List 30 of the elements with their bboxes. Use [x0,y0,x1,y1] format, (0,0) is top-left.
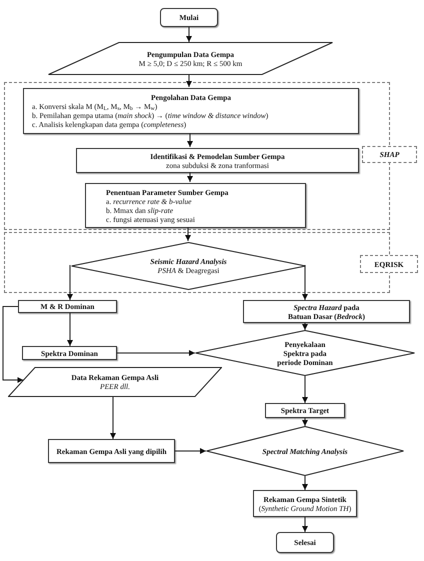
group-tag [360,255,418,273]
arrow [174,448,206,454]
process-box [243,300,410,323]
arrow [187,172,193,182]
process-box [23,88,359,134]
arrow [302,516,308,532]
arrow [186,74,192,88]
arrow [67,312,73,346]
arrow [186,26,192,42]
process-box [18,300,117,313]
arrow [110,396,116,440]
process-box [85,183,306,228]
arrow [302,376,308,404]
arrow [67,264,73,300]
group-tag [362,146,417,163]
arrow [187,132,193,148]
arrow [116,350,196,356]
arrow [185,226,191,242]
end-terminal [276,532,334,553]
process-box [76,148,359,173]
arrow [2,306,24,383]
arrow [302,264,308,300]
arrow [302,322,308,330]
process-box [48,439,175,463]
start-terminal [160,8,218,27]
arrow [302,418,308,426]
process-box [265,403,345,418]
process-box [22,346,117,360]
process-box [253,490,357,517]
arrow [302,476,308,490]
